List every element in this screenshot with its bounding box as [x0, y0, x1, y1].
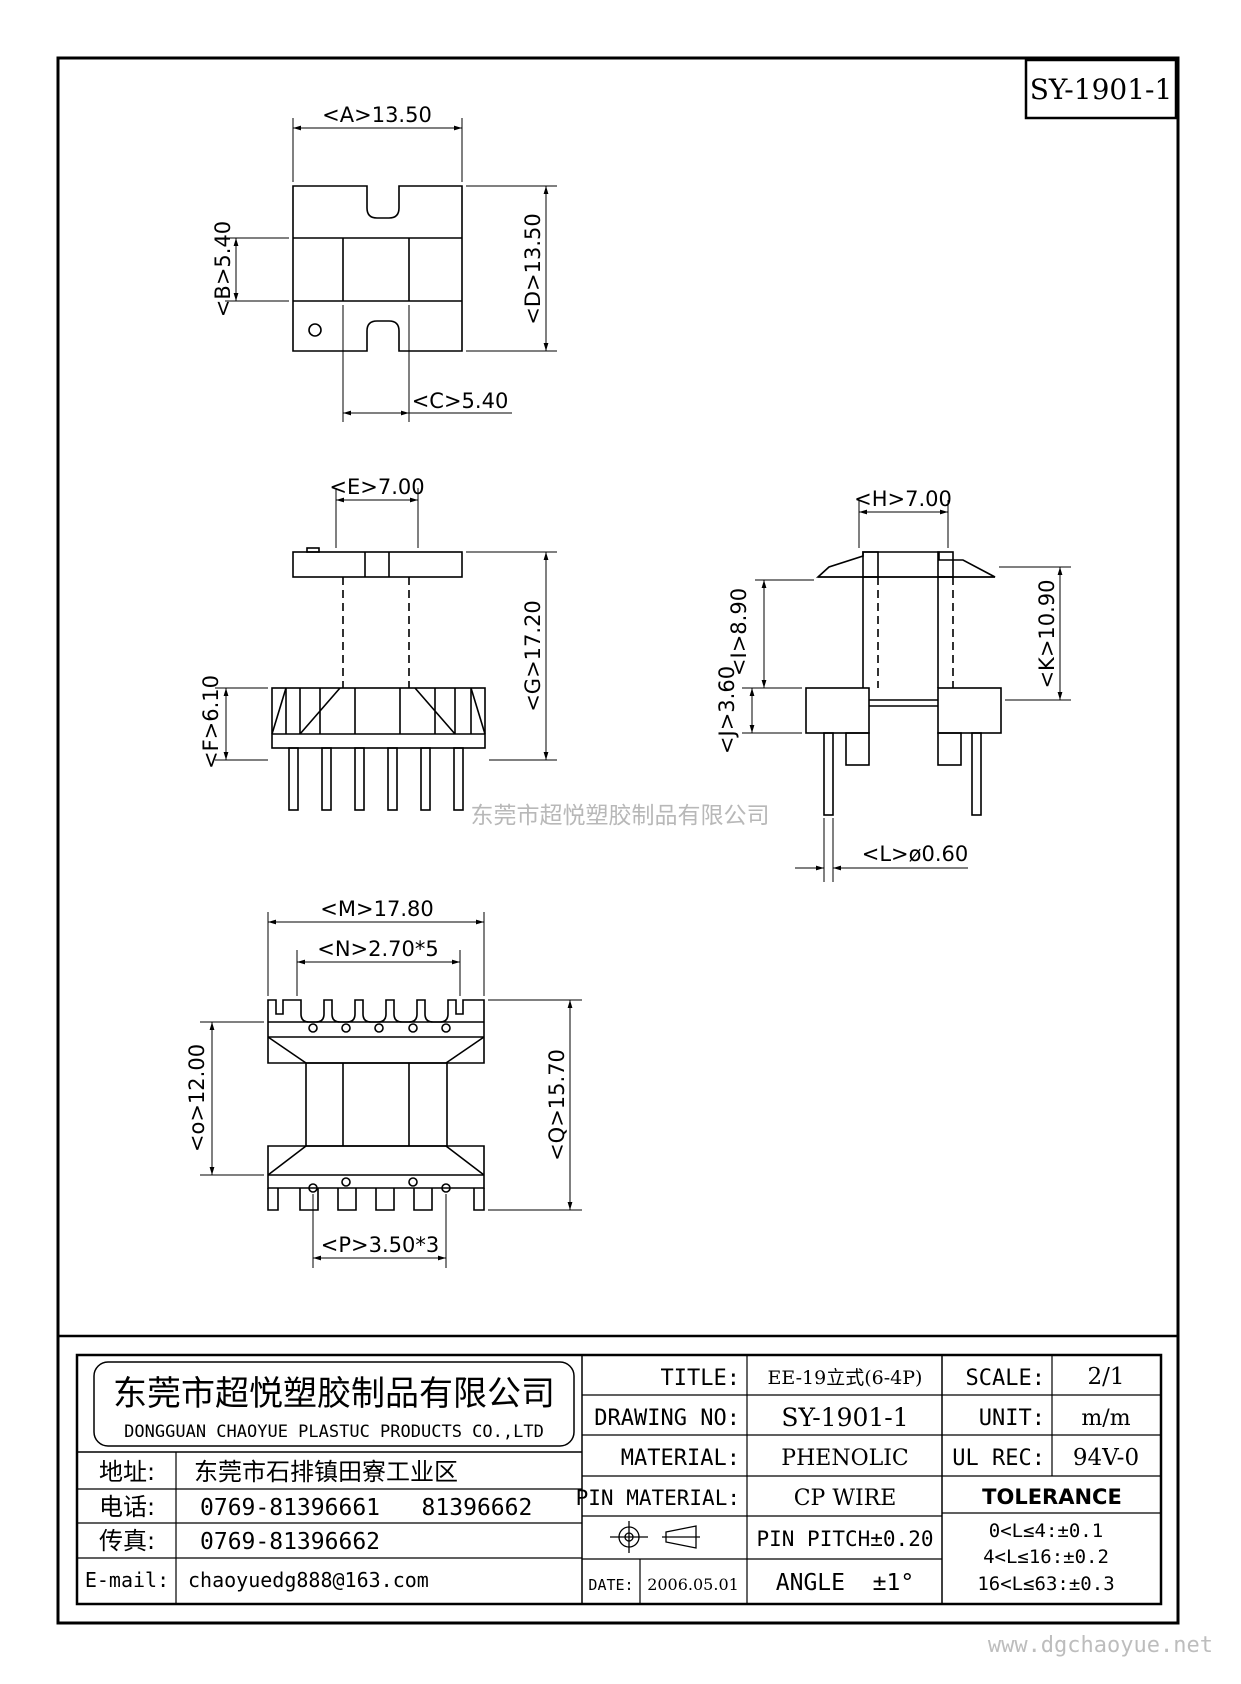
svg-text:<Q>15.70: <Q>15.70 — [545, 1049, 569, 1161]
svg-text:<H>7.00: <H>7.00 — [854, 487, 952, 511]
side-view-labels: <H>7.00 <I>8.90 <J>3.60 <K>10.90 <L>ø0.6… — [715, 487, 1059, 866]
svg-text:电话:: 电话: — [99, 1493, 155, 1521]
svg-text:<C>5.40: <C>5.40 — [412, 389, 509, 413]
svg-text:<I>8.90: <I>8.90 — [727, 588, 751, 676]
svg-text:SCALE:: SCALE: — [966, 1366, 1045, 1391]
svg-text:<K>10.90: <K>10.90 — [1035, 579, 1059, 688]
company-name-cn: 东莞市超悦塑胶制品有限公司 — [113, 1374, 555, 1414]
svg-text:地址:: 地址: — [99, 1458, 155, 1486]
svg-text:m/m: m/m — [1081, 1406, 1130, 1431]
svg-text:<J>3.60: <J>3.60 — [715, 666, 739, 754]
top-view-dimensions — [225, 118, 557, 422]
title-block-fields: TITLE: EE-19立式(6-4P) DRAWING NO: SY-1901… — [576, 1364, 1139, 1596]
side-view-dimensions — [742, 500, 1071, 882]
svg-text:<G>17.20: <G>17.20 — [521, 600, 545, 712]
watermark: 东莞市超悦塑胶制品有限公司 — [471, 803, 770, 829]
svg-text:PHENOLIC: PHENOLIC — [781, 1446, 908, 1471]
corner-drawing-number: SY-1901-1 — [1024, 58, 1178, 120]
svg-text:SY-1901-1: SY-1901-1 — [1030, 73, 1173, 106]
svg-text:2006.05.01: 2006.05.01 — [647, 1575, 739, 1594]
svg-text:DRAWING NO:: DRAWING NO: — [594, 1406, 740, 1431]
svg-text:UNIT:: UNIT: — [979, 1406, 1045, 1431]
svg-text:<E>7.00: <E>7.00 — [329, 475, 424, 499]
top-view — [292, 185, 463, 352]
bottom-view-labels: <M>17.80 <N>2.70*5 <o>12.00 <Q>15.70 <P>… — [185, 897, 569, 1257]
svg-text:<A>13.50: <A>13.50 — [322, 103, 432, 127]
svg-text:ANGLE ±1°: ANGLE ±1° — [776, 1570, 914, 1596]
svg-text:<N>2.70*5: <N>2.70*5 — [317, 937, 439, 961]
svg-text:16<L≤63:±0.3: 16<L≤63:±0.3 — [977, 1573, 1114, 1595]
title-block — [75, 1353, 1163, 1606]
svg-text:DATE:: DATE: — [588, 1576, 633, 1594]
svg-text:UL REC:: UL REC: — [952, 1446, 1045, 1471]
front-view-dimensions — [215, 488, 557, 761]
svg-text:E-mail:: E-mail: — [85, 1568, 169, 1592]
svg-text:<o>12.00: <o>12.00 — [185, 1044, 209, 1152]
front-view-labels: <E>7.00 <F>6.10 <G>17.20 — [199, 475, 545, 769]
svg-text:SY-1901-1: SY-1901-1 — [781, 1403, 908, 1432]
svg-text:0769-81396661 81396662: 0769-81396661 81396662 — [200, 1495, 532, 1521]
svg-text:东莞市石排镇田寮工业区: 东莞市石排镇田寮工业区 — [194, 1458, 458, 1486]
svg-text:EE-19立式(6-4P): EE-19立式(6-4P) — [768, 1367, 923, 1389]
front-view — [271, 547, 486, 811]
svg-text:PIN MATERIAL:: PIN MATERIAL: — [576, 1486, 740, 1510]
svg-text:<M>17.80: <M>17.80 — [320, 897, 433, 921]
bottom-view-dimensions — [200, 912, 582, 1268]
svg-text:TITLE:: TITLE: — [661, 1366, 740, 1391]
svg-text:<D>13.50: <D>13.50 — [521, 213, 545, 324]
svg-text:TOLERANCE: TOLERANCE — [982, 1485, 1122, 1509]
svg-text:<B>5.40: <B>5.40 — [211, 221, 235, 317]
company-name-en: DONGGUAN CHAOYUE PLASTUC PRODUCTS CO.,LT… — [124, 1422, 544, 1442]
svg-text:94V-0: 94V-0 — [1073, 1445, 1139, 1471]
svg-text:4<L≤16:±0.2: 4<L≤16:±0.2 — [983, 1546, 1109, 1568]
svg-text:2/1: 2/1 — [1087, 1364, 1124, 1390]
projection-symbol — [610, 1521, 700, 1553]
svg-text:<P>3.50*3: <P>3.50*3 — [321, 1233, 439, 1257]
svg-text:MATERIAL:: MATERIAL: — [621, 1446, 740, 1471]
drawing-frame — [56, 56, 1180, 1625]
svg-text:0769-81396662: 0769-81396662 — [200, 1529, 380, 1555]
svg-text:PIN PITCH±0.20: PIN PITCH±0.20 — [756, 1527, 933, 1551]
company-info: 东莞市超悦塑胶制品有限公司 DONGGUAN CHAOYUE PLASTUC P… — [85, 1374, 555, 1592]
side-view — [805, 551, 1002, 816]
svg-text:<F>6.10: <F>6.10 — [199, 675, 223, 769]
svg-text:CP WIRE: CP WIRE — [794, 1486, 897, 1511]
top-view-labels: <A>13.50 <B>5.40 <C>5.40 <D>13.50 — [211, 103, 545, 413]
footer-url: www.dgchaoyue.net — [988, 1633, 1213, 1658]
bottom-view — [267, 999, 485, 1211]
svg-text:传真:: 传真: — [99, 1527, 155, 1555]
svg-text:0<L≤4:±0.1: 0<L≤4:±0.1 — [989, 1520, 1103, 1542]
svg-text:chaoyuedg888@163.com: chaoyuedg888@163.com — [188, 1568, 429, 1592]
svg-text:<L>ø0.60: <L>ø0.60 — [862, 842, 969, 866]
